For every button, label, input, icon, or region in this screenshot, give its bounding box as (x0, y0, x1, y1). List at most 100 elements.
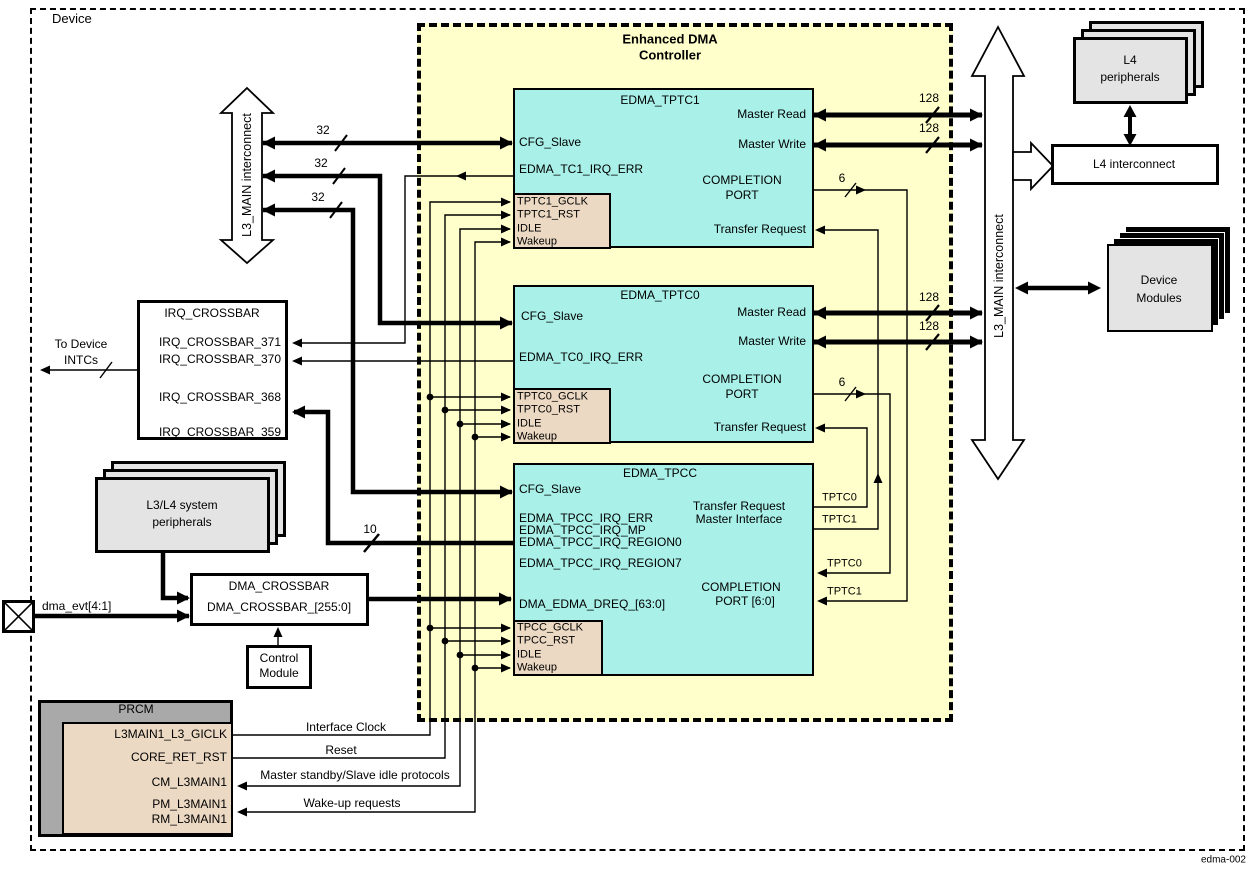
junction-dots (426, 393, 479, 672)
tptc0-master-read: Master Read (737, 305, 806, 320)
tptc1-completion-1: COMPLETION (702, 173, 782, 188)
tptc1-irq-err: EDMA_TC1_IRQ_ERR (519, 162, 644, 177)
prcm-cm-l3main1: CM_L3MAIN1 (151, 775, 227, 790)
tpcc-cp-in-tptc1: TPTC1 (827, 585, 862, 598)
tpcc-cfg-slave: CFG_Slave (519, 482, 582, 497)
tptc1-rst: TPTC1_RST (517, 208, 580, 221)
tptc1-transfer-request: Transfer Request (713, 222, 806, 237)
tptc0-completion-2: PORT (725, 387, 759, 402)
tptc0-transfer-request: Transfer Request (713, 420, 806, 435)
tpcc-gclk: TPCC_GCLK (517, 621, 584, 634)
l3l4-peripherals-2: peripherals (152, 515, 212, 530)
tpcc-wakeup: Wakeup (517, 661, 557, 674)
tpcc-cp-in-tptc0: TPTC0 (827, 557, 862, 570)
tpcc-irq-mp: EDMA_TPCC_IRQ_MP (519, 523, 646, 538)
l4-peripherals-box (1073, 37, 1188, 104)
dma-crossbar-signal: DMA_CROSSBAR_[255:0] (206, 600, 352, 615)
link-standby-protocols: Master standby/Slave idle protocols (260, 768, 450, 783)
l3l4-peripherals-box (95, 477, 270, 553)
tptc1-gclk: TPTC1_GCLK (517, 195, 588, 208)
tpcc-idle: IDLE (517, 648, 542, 661)
link-reset: Reset (325, 743, 357, 758)
tptc1-cfg-slave: CFG_Slave (519, 135, 582, 150)
l3l4-peripherals-1: L3/L4 system (146, 498, 218, 513)
tpcc-completion-1: COMPLETION (701, 580, 781, 595)
irq-crossbar-370: IRQ_CROSSBAR_370 (158, 352, 281, 367)
prcm-pm-l3main1: PM_L3MAIN1 (152, 797, 227, 812)
dma-crossbar-block (190, 573, 369, 626)
bus-width-6-b: 6 (838, 375, 846, 390)
bus-width-32-a: 32 (316, 123, 330, 138)
device-label: Device (52, 11, 92, 26)
bus-width-32-b: 32 (314, 156, 328, 171)
l4-branch-arrow (1012, 140, 1055, 192)
prcm-giclk: L3MAIN1_L3_GICLK (114, 727, 227, 742)
prcm-title: PRCM (118, 702, 154, 717)
tptc0-rst: TPTC0_RST (517, 403, 580, 416)
tpcc-tr-out-tptc1: TPTC1 (822, 513, 857, 526)
tptc0-master-write: Master Write (738, 334, 806, 349)
tpcc-irq-region7: EDMA_TPCC_IRQ_REGION7 (519, 556, 682, 571)
bus-width-128-d: 128 (918, 319, 940, 334)
l4-peripherals-2: peripherals (1100, 70, 1160, 85)
prcm-core-ret-rst: CORE_RET_RST (130, 750, 227, 765)
control-module-block (246, 645, 312, 689)
tptc1-prcm-signal-box (513, 193, 611, 249)
irq-crossbar-371: IRQ_CROSSBAR_371 (158, 335, 281, 350)
to-device-intcs-1: To Device (54, 337, 108, 352)
tptc0-irq-err: EDMA_TC0_IRQ_ERR (519, 350, 644, 365)
link-interface-clock: Interface Clock (305, 720, 387, 735)
device-modules-box (1107, 244, 1213, 332)
l3-main-interconnect-right-label: L3_MAIN interconnect (991, 214, 1006, 338)
tptc1-idle: IDLE (517, 222, 542, 235)
tptc0-gclk: TPTC0_GCLK (517, 390, 588, 403)
irq-crossbar-block (137, 300, 288, 440)
tpcc-rst: TPCC_RST (517, 634, 576, 647)
tptc1-completion-2: PORT (725, 188, 759, 203)
diagram-code: edma-002 (1200, 854, 1246, 866)
crossed-box-icon (4, 602, 33, 631)
tptc0-prcm-signal-box (513, 388, 611, 444)
control-module-1: Control (259, 651, 299, 666)
tptc1-wakeup: Wakeup (517, 235, 557, 248)
l3-main-interconnect-left-arrow (218, 86, 276, 265)
tptc0-idle: IDLE (517, 417, 542, 430)
irq-crossbar-368: IRQ_CROSSBAR_368 (158, 390, 281, 405)
tpcc-irq-err: EDMA_TPCC_IRQ_ERR (519, 511, 654, 526)
edma-title-line2: Controller (638, 47, 702, 63)
dma-evt-source-box (2, 600, 35, 633)
control-module-2: Module (259, 666, 299, 681)
bus-width-128-c: 128 (918, 290, 940, 305)
thin-wires (42, 175, 908, 813)
tptc1-title: EDMA_TPTC1 (620, 93, 700, 108)
bus-width-32-c: 32 (311, 190, 325, 205)
tpcc-dreq: DMA_EDMA_DREQ_[63:0] (519, 597, 666, 612)
to-device-intcs-2: INTCs (64, 353, 98, 368)
bus-width-slashes (99, 106, 940, 553)
tpcc-transfer-1: Transfer Request (692, 499, 786, 514)
tptc0-cfg-slave: CFG_Slave (521, 309, 584, 324)
edma-title-line1: Enhanced DMA (622, 31, 718, 47)
tpcc-irq-region0: EDMA_TPCC_IRQ_REGION0 (519, 535, 682, 550)
dma-evt-label: dma_evt[4:1] (42, 599, 112, 614)
bus-width-128-b: 128 (918, 121, 940, 136)
l3-main-interconnect-left-label: L3_MAIN interconnect (239, 113, 254, 237)
device-modules-2: Modules (1136, 291, 1182, 306)
bus-width-128-a: 128 (918, 91, 940, 106)
l4-interconnect-label: L4 interconnect (1092, 157, 1176, 172)
l4-interconnect-block (1051, 144, 1219, 185)
irq-crossbar-359: IRQ_CROSSBAR_359 (158, 425, 281, 440)
bus-width-6-a: 6 (838, 171, 846, 186)
tptc0-title: EDMA_TPTC0 (620, 288, 700, 303)
l4-peripherals-1: L4 (1123, 53, 1137, 68)
bus-width-10: 10 (363, 522, 377, 537)
tptc0-wakeup: Wakeup (517, 430, 557, 443)
tptc1-master-write: Master Write (738, 137, 806, 152)
tptc1-master-read: Master Read (737, 107, 806, 122)
edma-tpcc-block (513, 463, 814, 676)
tptc0-completion-1: COMPLETION (702, 372, 782, 387)
prcm-rm-l3main1: RM_L3MAIN1 (151, 812, 227, 827)
tpcc-title: EDMA_TPCC (622, 466, 698, 481)
